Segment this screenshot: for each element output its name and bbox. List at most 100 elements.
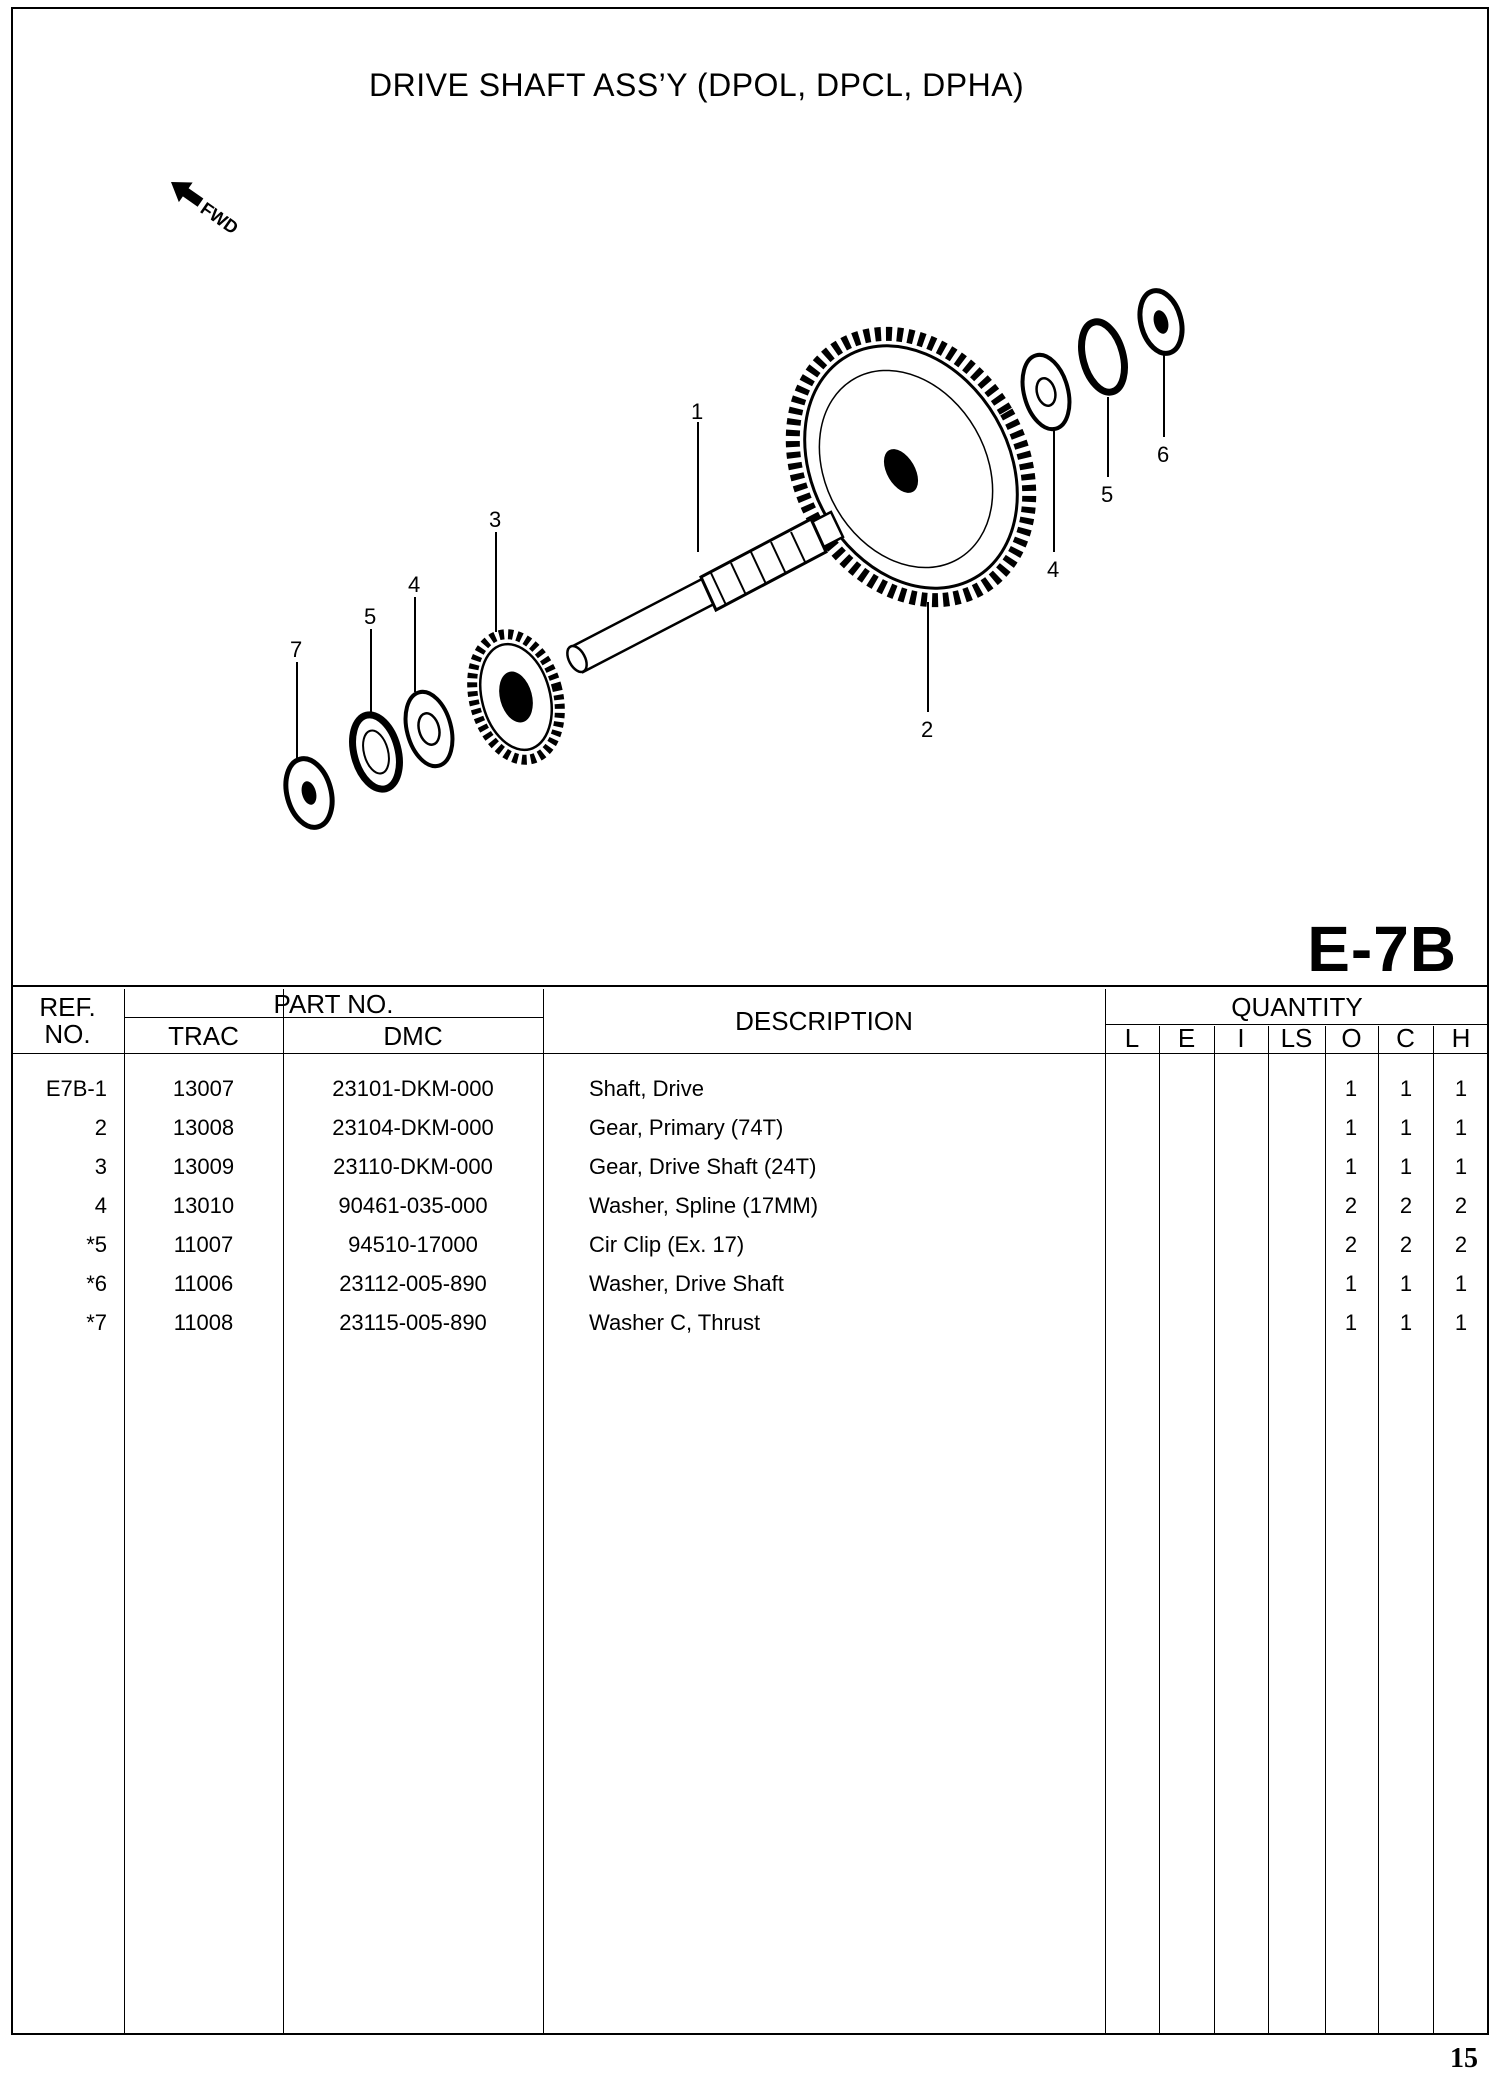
ref-cell: 2 (94, 1115, 107, 1140)
callout-4-right: 4 (1047, 557, 1059, 582)
col-divider (1433, 1026, 1434, 2035)
drive-shaft-illustration-part (566, 510, 845, 674)
col-divider (1214, 1026, 1215, 2035)
callout-1: 1 (691, 399, 703, 424)
ref-cell: 4 (94, 1193, 107, 1218)
qty-o-cell: 1 (1344, 1271, 1358, 1296)
primary-gear-illustration (785, 326, 1037, 608)
callout-5-left: 5 (364, 604, 376, 629)
leader-lines (296, 352, 1165, 759)
qty-c-cell: 2 (1399, 1193, 1413, 1218)
header-dmc: DMC (383, 1021, 443, 1051)
dmc-cell: 23110-DKM-000 (333, 1154, 493, 1179)
callout-5-right: 5 (1101, 482, 1113, 507)
description-cell: Washer C, Thrust (589, 1310, 761, 1335)
qty-c-cell: 1 (1399, 1271, 1413, 1296)
table-row: E7B-1 13007 23101-DKM-000 Shaft, Drive 1… (11, 1076, 1489, 1106)
dmc-cell: 90461-035-000 (338, 1193, 488, 1218)
header-divider (1105, 1024, 1489, 1025)
parts-table: REF. NO. PART NO. TRAC DMC DESCRIPTION Q… (11, 989, 1489, 2035)
qty-h-cell: 1 (1454, 1076, 1468, 1101)
qty-o-cell: 1 (1344, 1310, 1358, 1335)
page-frame (11, 7, 1489, 2035)
fwd-label: FWD (197, 198, 242, 238)
header-qty-l: L (1124, 1023, 1140, 1053)
qty-h-cell: 1 (1454, 1115, 1468, 1140)
callout-7: 7 (290, 637, 302, 662)
header-description: DESCRIPTION (735, 1006, 913, 1036)
header-qty-e: E (1177, 1023, 1196, 1053)
table-row: 3 13009 23110-DKM-000 Gear, Drive Shaft … (11, 1154, 1489, 1184)
ref-cell: *5 (86, 1232, 107, 1257)
callout-3: 3 (489, 507, 501, 532)
header-ref: REF. (39, 992, 96, 1022)
trac-cell: 13007 (172, 1076, 235, 1101)
header-trac: TRAC (168, 1021, 239, 1051)
trac-cell: 11006 (173, 1271, 234, 1296)
col-divider (283, 989, 284, 2035)
ref-cell: 3 (94, 1154, 107, 1179)
col-divider (1159, 1026, 1160, 2035)
right-washers-illustration (1020, 288, 1185, 432)
figure-id: E-7B (1307, 913, 1457, 985)
ref-cell: *6 (86, 1271, 107, 1296)
left-washers-illustration (283, 689, 455, 830)
col-divider (1378, 1026, 1379, 2035)
callout-4-left: 4 (408, 572, 420, 597)
qty-h-cell: 1 (1454, 1154, 1468, 1179)
description-cell: Gear, Drive Shaft (24T) (589, 1154, 817, 1179)
header-qty-ls: LS (1280, 1023, 1313, 1053)
callout-6: 6 (1157, 442, 1169, 467)
header-quantity: QUANTITY (1231, 992, 1363, 1022)
description-cell: Cir Clip (Ex. 17) (589, 1232, 745, 1257)
qty-h-cell: 2 (1454, 1193, 1468, 1218)
qty-c-cell: 2 (1399, 1232, 1413, 1257)
qty-o-cell: 1 (1344, 1076, 1358, 1101)
header-qty-i: I (1237, 1023, 1245, 1053)
page-number: 15 (1450, 2043, 1478, 2074)
qty-c-cell: 1 (1399, 1310, 1413, 1335)
header-qty-o: O (1341, 1023, 1362, 1053)
col-divider (1268, 1026, 1269, 2035)
ref-cell: E7B-1 (45, 1076, 107, 1101)
dmc-cell: 23101-DKM-000 (332, 1076, 494, 1101)
col-divider (124, 989, 125, 2035)
dmc-cell: 23115-005-890 (339, 1310, 487, 1335)
trac-cell: 11007 (173, 1232, 234, 1257)
callout-2: 2 (921, 717, 933, 742)
description-cell: Washer, Spline (17MM) (589, 1193, 819, 1218)
header-part-no: PART NO. (273, 989, 394, 1019)
header-divider (124, 1017, 543, 1018)
header-bottom-line (11, 1053, 1489, 1054)
table-row: 2 13008 23104-DKM-000 Gear, Primary (74T… (11, 1115, 1489, 1145)
diagram-divider (11, 985, 1489, 987)
drive-shaft-gear-illustration (467, 629, 565, 765)
ref-cell: *7 (86, 1310, 107, 1335)
table-row: 4 13010 90461-035-000 Washer, Spline (17… (11, 1193, 1489, 1223)
header-qty-c: C (1396, 1023, 1415, 1053)
table-row: *7 11008 23115-005-890 Washer C, Thrust … (11, 1310, 1489, 1340)
col-divider (543, 989, 544, 2035)
dmc-cell: 94510-17000 (348, 1232, 478, 1257)
trac-cell: 13008 (172, 1115, 235, 1140)
header-qty-h: H (1451, 1023, 1471, 1053)
qty-h-cell: 1 (1454, 1271, 1468, 1296)
fwd-arrow-icon: FWD (171, 182, 242, 238)
col-divider (1325, 1026, 1326, 2035)
trac-cell: 13009 (172, 1154, 235, 1179)
description-cell: Shaft, Drive (589, 1076, 704, 1101)
exploded-diagram: FWD (11, 7, 1489, 989)
col-divider (1105, 989, 1106, 2035)
qty-o-cell: 1 (1344, 1154, 1358, 1179)
dmc-cell: 23104-DKM-000 (332, 1115, 494, 1140)
qty-h-cell: 1 (1454, 1310, 1468, 1335)
qty-c-cell: 1 (1399, 1115, 1413, 1140)
trac-cell: 11008 (173, 1310, 234, 1335)
qty-o-cell: 1 (1344, 1115, 1358, 1140)
description-cell: Washer, Drive Shaft (589, 1271, 784, 1296)
diagram-title: DRIVE SHAFT ASS’Y (DPOL, DPCL, DPHA) (369, 67, 1025, 103)
table-row: *5 11007 94510-17000 Cir Clip (Ex. 17) 2… (11, 1232, 1489, 1262)
table-row: *6 11006 23112-005-890 Washer, Drive Sha… (11, 1271, 1489, 1301)
qty-c-cell: 1 (1399, 1154, 1413, 1179)
header-no: NO. (44, 1019, 91, 1049)
